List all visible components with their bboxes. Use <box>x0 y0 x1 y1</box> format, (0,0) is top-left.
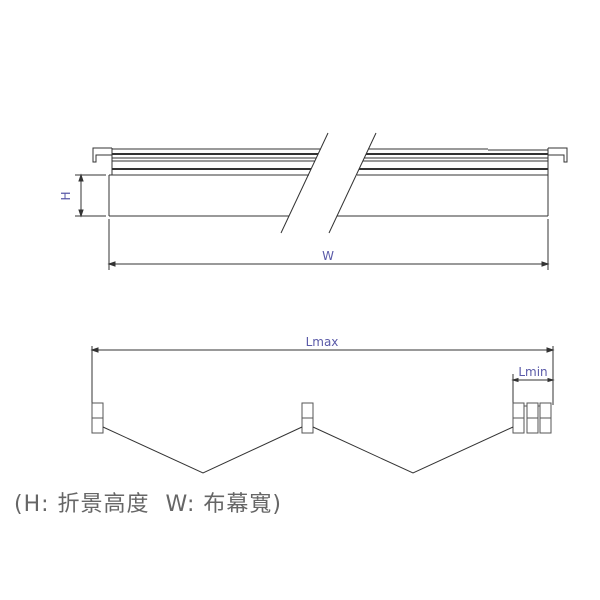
lmin-label: Lmin <box>518 365 547 379</box>
carrier-stack-3 <box>539 402 552 434</box>
fabric-panel <box>108 175 549 217</box>
left-end-hook <box>92 147 112 163</box>
lmin-dimension <box>511 374 555 403</box>
fabric-fold-line <box>102 426 303 474</box>
lmax-label: Lmax <box>306 335 339 349</box>
legend-text: (H: 折景高度 W: 布幕寬) <box>14 492 282 517</box>
fabric-fold-line <box>312 426 514 474</box>
width-dimension <box>107 219 550 270</box>
break-line-right <box>328 132 377 234</box>
carrier-stack-2 <box>526 402 539 434</box>
width-label: W <box>322 249 334 263</box>
break-line-left <box>280 132 329 234</box>
height-label: H <box>59 191 73 200</box>
lmax-dimension <box>90 346 555 405</box>
carriers <box>91 402 552 434</box>
carrier-left <box>91 402 104 434</box>
carrier-middle <box>301 402 314 434</box>
rail-lines-right <box>357 148 548 176</box>
right-end-hook <box>548 147 568 163</box>
carrier-stack-1 <box>512 402 525 434</box>
height-dimension <box>75 173 106 218</box>
top-view-rail <box>92 132 568 234</box>
rail-lines-left <box>109 148 321 176</box>
